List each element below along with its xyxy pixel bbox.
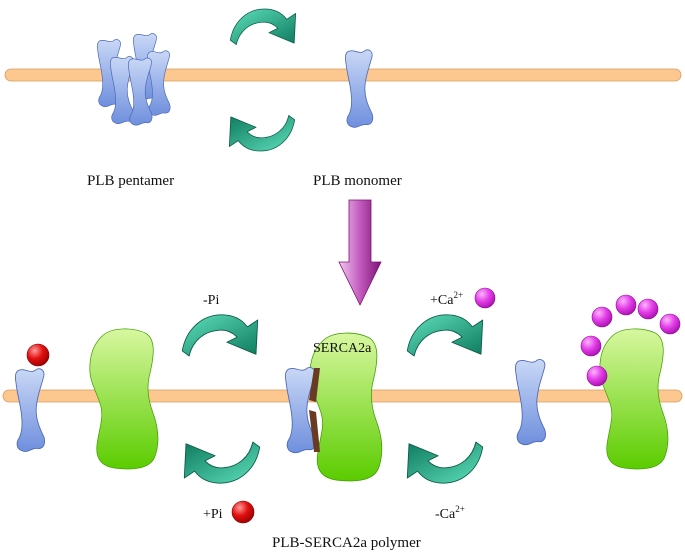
calcium-ion-icon	[637, 298, 659, 320]
calcium-ion-cluster	[580, 294, 681, 387]
label-polymer: PLB-SERCA2a polymer	[272, 535, 421, 551]
curved-arrow-icon	[228, 114, 296, 152]
calcium-ion-icon	[586, 365, 608, 387]
label-minus-ca: -Ca2+	[435, 504, 465, 522]
calcium-ion-icon	[474, 287, 496, 309]
curved-arrow-icon	[229, 8, 297, 46]
curved-arrow-icon	[406, 441, 484, 484]
phosphate-ball-icon	[26, 343, 50, 367]
label-pentamer: PLB pentamer	[87, 173, 174, 189]
calcium-ion-icon	[659, 313, 681, 335]
calcium-ion-icon	[615, 294, 637, 316]
label-monomer: PLB monomer	[313, 173, 402, 189]
membrane-top	[4, 68, 682, 82]
calcium-ion-icon	[580, 335, 602, 357]
plb-monomer-top	[344, 49, 374, 128]
label-minus-pi: -Pi	[203, 293, 219, 308]
down-arrow-icon	[338, 199, 382, 306]
label-serca2a: SERCA2a	[313, 341, 372, 356]
plb-phosphorylated-left	[14, 368, 46, 452]
label-plus-ca: +Ca2+	[430, 290, 463, 308]
serca-left	[89, 328, 159, 470]
serca-right-ca-bound	[599, 328, 669, 470]
label-plus-pi: +Pi	[203, 507, 223, 522]
calcium-ion-icon	[591, 306, 613, 328]
curved-arrow-icon	[406, 314, 484, 357]
plb-serca2a-complex	[284, 332, 383, 482]
curved-arrow-icon	[183, 441, 261, 484]
plb-pentamer	[96, 33, 171, 126]
curved-arrow-icon	[181, 314, 259, 357]
phosphate-ball-icon	[231, 500, 255, 524]
